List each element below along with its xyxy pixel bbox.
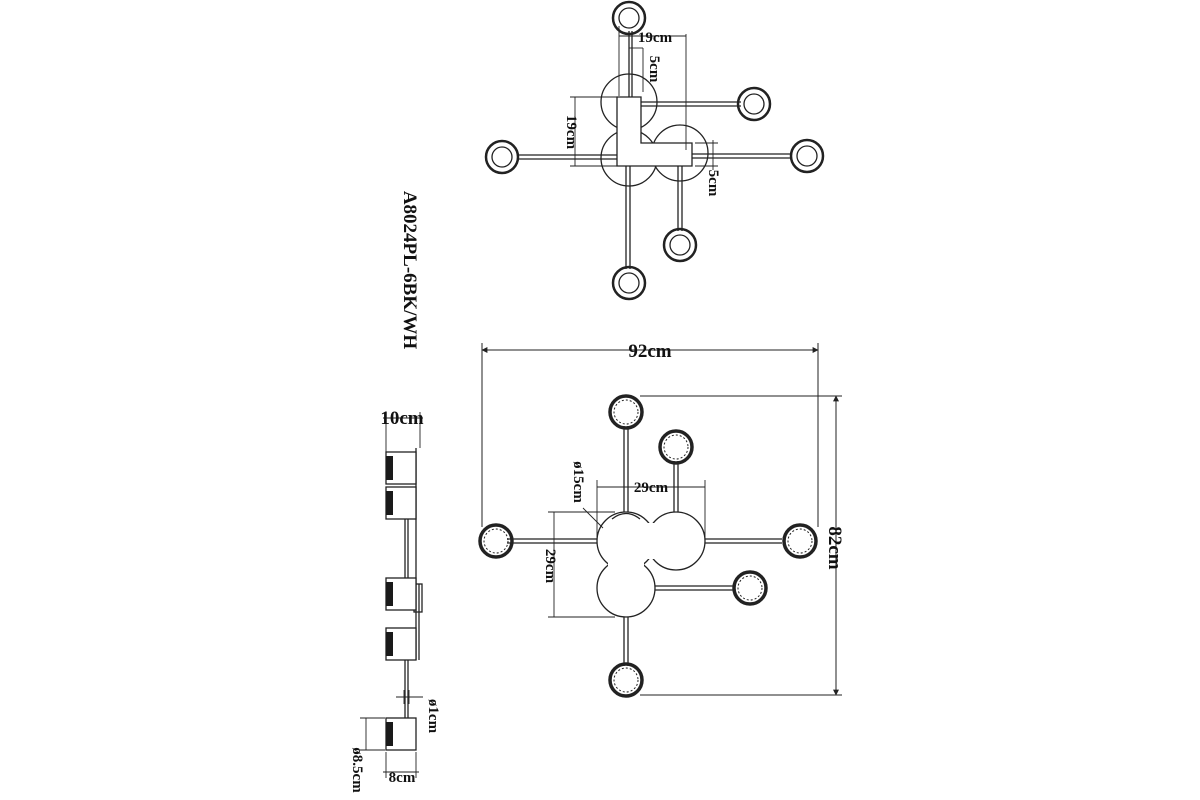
dim-line [383,752,419,778]
shade [385,627,417,661]
light-ring [611,0,647,36]
mounting-plate [616,96,693,167]
light-ring [611,265,647,301]
dim-leader [582,507,604,529]
dim-label-offset-5-top: 5cm [646,56,662,83]
dim-line [396,690,423,704]
dim-label-rod-diameter: ø1cm [425,699,441,734]
light-ring [484,139,520,175]
dim-label-height-19: 19cm [563,115,579,150]
dim-line [695,140,718,170]
light-ring [608,394,644,430]
light-ring [662,227,698,263]
dim-label-canopy-span-y: 29cm [542,549,558,584]
dim-line [640,395,842,696]
dim-line [481,343,819,527]
model-number: A8024PL-6BK/WH [399,191,420,350]
dim-label-overall-height: 82cm [824,526,845,569]
dim-line [618,26,687,150]
dim-line [596,480,706,540]
light-ring [782,523,818,559]
dim-line [548,511,615,618]
top-view: 19cm 5cm 19cm 5cm [484,0,825,301]
dim-label-shade-height: 8cm [389,770,416,786]
dim-label-canopy-span-x: 29cm [634,480,669,496]
dim-label-canopy-diameter: ø15cm [570,461,586,503]
dim-label-overall-width: 92cm [628,341,671,362]
light-ring [736,86,772,122]
shade [385,486,417,520]
dim-line [360,717,385,751]
side-view: 10cm ø1cm ø8.5cm 8cm [349,408,441,793]
dim-label-width-19: 19cm [638,30,673,46]
shade [385,451,417,485]
dim-label-depth: 10cm [380,408,423,429]
dim-label-offset-5-right: 5cm [705,170,721,197]
shade [385,577,417,611]
dim-line [628,47,644,92]
light-ring [732,570,768,606]
light-ring [789,138,825,174]
light-ring [658,429,694,465]
dim-line [570,96,618,167]
front-view: 92cm 82cm 29cm 29cm ø15cm [478,341,845,698]
dim-line [383,412,423,452]
light-ring [478,523,514,559]
dim-label-shade-diameter: ø8.5cm [349,747,365,793]
light-ring [608,662,644,698]
shade [385,717,417,751]
